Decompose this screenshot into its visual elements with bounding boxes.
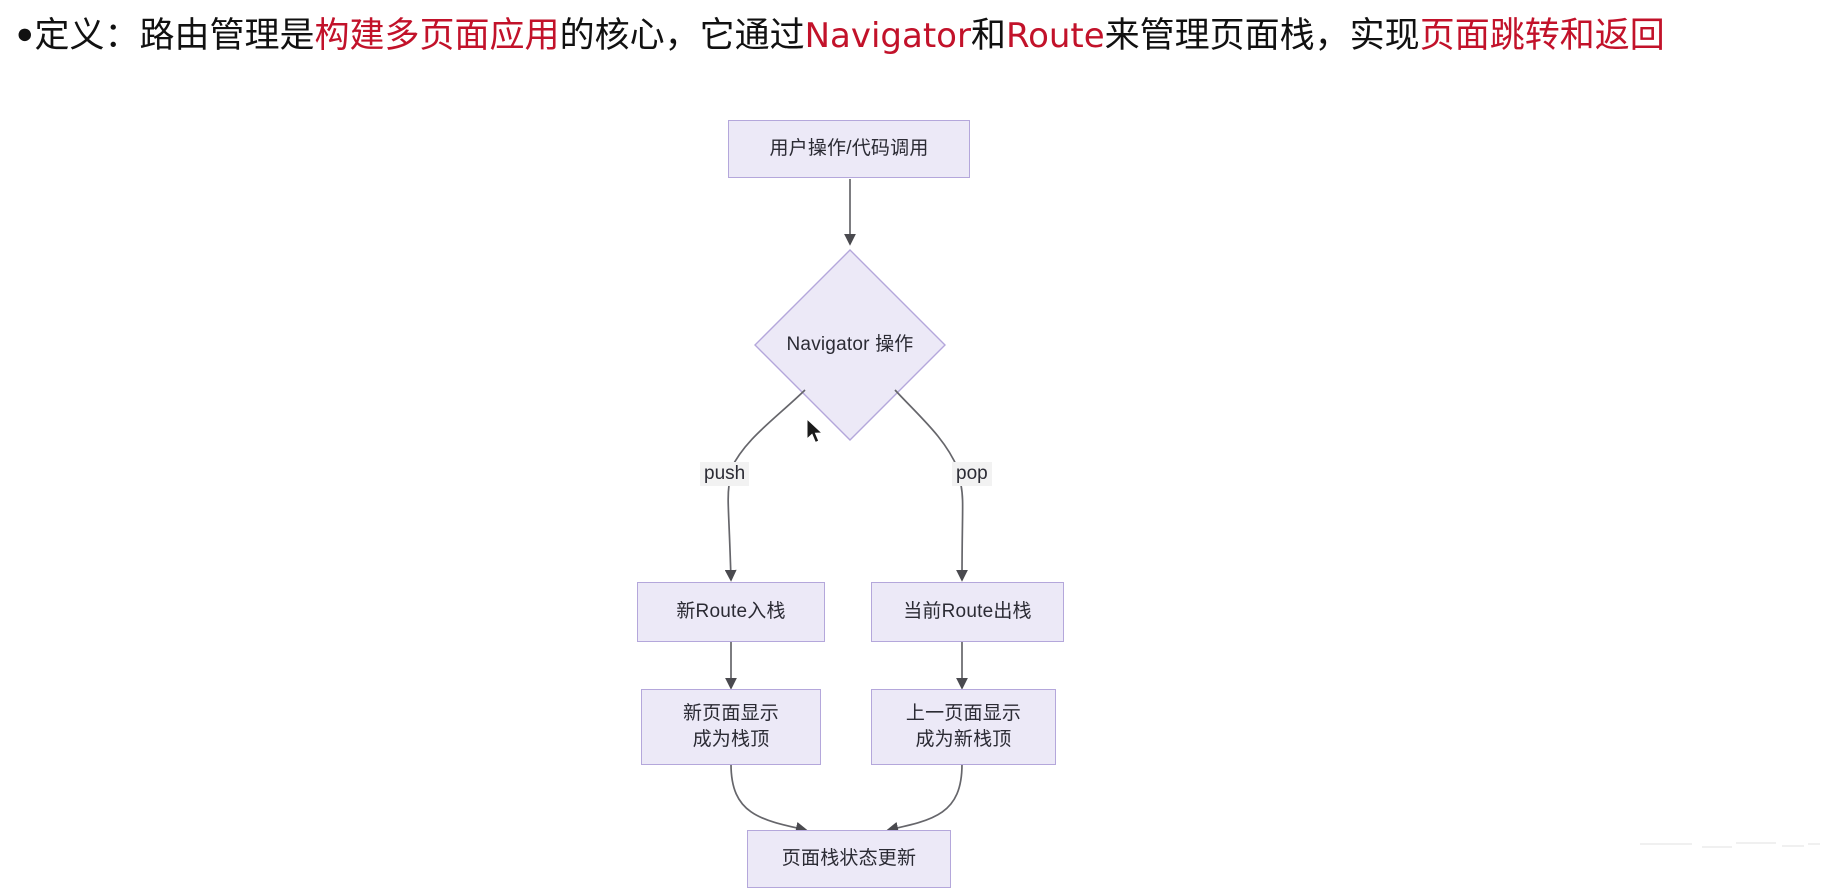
edge-label-pop: pop bbox=[952, 462, 992, 486]
node-pop-route[interactable]: 当前Route出栈 bbox=[871, 582, 1064, 642]
node-new-page-label-line1: 新页面显示 bbox=[682, 703, 779, 724]
routing-flowchart: 用户操作/代码调用 Navigator 操作 push pop 新Route入栈… bbox=[0, 64, 1826, 888]
edge-navigator-to-push-route-tail bbox=[724, 484, 737, 582]
headline-segment-3: 的核心，它通过 bbox=[559, 16, 805, 55]
slide-canvas: ●定义：路由管理是构建多页面应用的核心，它通过 Navigator 和 Rout… bbox=[0, 8, 1826, 888]
watermark-remnant bbox=[1640, 829, 1820, 851]
edge-prev-page-to-stack-update bbox=[886, 763, 963, 834]
headline-segment-1: 定义：路由管理是 bbox=[34, 16, 315, 55]
edge-navigator-to-pop-route bbox=[894, 389, 959, 470]
node-new-page[interactable]: 新页面显示 成为栈顶 bbox=[641, 689, 821, 765]
node-push-route-label: 新Route入栈 bbox=[676, 601, 786, 622]
headline-segment-7: 来管理页面栈，实现 bbox=[1104, 16, 1420, 55]
node-prev-page[interactable]: 上一页面显示 成为新栈顶 bbox=[871, 689, 1056, 765]
node-pop-route-label: 当前Route出栈 bbox=[903, 601, 1032, 622]
edge-navigator-to-push-route bbox=[730, 389, 806, 470]
node-stack-update[interactable]: 页面栈状态更新 bbox=[747, 830, 951, 888]
edge-new-page-to-stack-update bbox=[730, 763, 808, 834]
node-prev-page-label-line1: 上一页面显示 bbox=[905, 703, 1022, 724]
node-prev-page-label-line2: 成为新栈顶 bbox=[915, 729, 1012, 750]
bullet-icon: ● bbox=[16, 18, 34, 50]
headline-segment-6: Route bbox=[1005, 16, 1105, 56]
edge-navigator-to-pop-route-tail bbox=[956, 484, 968, 582]
headline-segment-4: Navigator bbox=[804, 16, 971, 56]
node-push-route[interactable]: 新Route入栈 bbox=[637, 582, 825, 642]
headline-segment-5: 和 bbox=[970, 16, 1006, 55]
headline-segment-2: 构建多页面应用 bbox=[314, 16, 560, 55]
edge-label-push: push bbox=[700, 462, 750, 486]
node-start-label: 用户操作/代码调用 bbox=[769, 138, 929, 159]
page-title: ●定义：路由管理是构建多页面应用的核心，它通过 Navigator 和 Rout… bbox=[16, 8, 1816, 64]
node-start[interactable]: 用户操作/代码调用 bbox=[728, 120, 970, 178]
flowchart-edges-layer bbox=[724, 179, 968, 834]
headline-segment-8: 页面跳转和返回 bbox=[1419, 16, 1665, 55]
node-new-page-label-line2: 成为栈顶 bbox=[692, 729, 770, 750]
node-stack-update-label: 页面栈状态更新 bbox=[781, 848, 917, 869]
